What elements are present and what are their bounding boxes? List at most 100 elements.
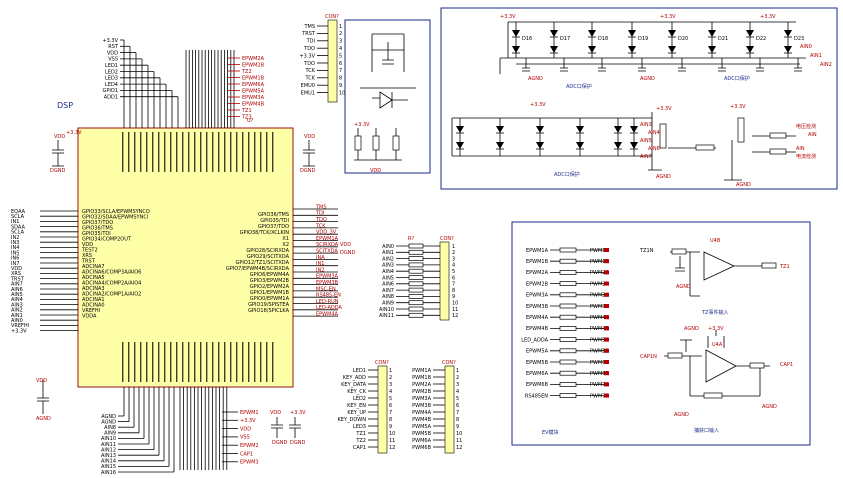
chip-pin-text-top	[218, 132, 220, 172]
net-label: VSS	[108, 57, 118, 63]
chip-pin-text-top	[224, 132, 226, 172]
power-net-label: DGND	[272, 440, 287, 446]
key-header	[377, 365, 388, 454]
ev-output-label: PWM6B	[590, 371, 609, 377]
pwm-net-label: PWM5A	[412, 424, 431, 430]
chip-pin-text-bottom	[266, 342, 268, 382]
ain-net-label: AIN4	[382, 269, 394, 275]
power-net-label: AGND	[676, 284, 691, 290]
resistor	[559, 370, 577, 376]
chip-ref: U?	[247, 118, 254, 124]
power-net-label: AGND	[736, 182, 751, 188]
ain-out-label: AIN	[808, 132, 817, 138]
svg-text:CON?: CON?	[442, 360, 456, 366]
jtag-pin-label: TDO	[303, 46, 315, 52]
net-label: EPWM3B	[316, 280, 339, 286]
net-label: LED-ADDA	[316, 305, 343, 311]
chip-pin-text-bottom	[200, 342, 202, 382]
diode	[550, 46, 558, 53]
key-net-label: TZ2	[355, 438, 366, 444]
chip-pin-text-bottom	[230, 342, 232, 382]
diode	[746, 30, 754, 37]
adc-signal-label: AIN6	[648, 146, 660, 152]
power-net-label: +3.3V	[354, 122, 370, 128]
diode	[708, 30, 716, 37]
ev-output-label: PWM4B	[590, 326, 609, 332]
net-label: AIN16	[101, 470, 116, 476]
net-label: IN6	[11, 256, 19, 262]
ev-output-arrow	[604, 382, 609, 387]
chip-pin-name: ADCINA4/COMP2A/AIO4	[82, 280, 141, 286]
net-label: AIN5	[11, 292, 23, 298]
jtag-pin-label: EMU1	[301, 90, 315, 96]
ain-net-label: AIN0	[382, 244, 394, 250]
key-net-label: LED3	[353, 424, 366, 430]
net-label: AGND	[101, 414, 116, 420]
chip-pin-text-top	[206, 132, 208, 172]
diode-ref: D21	[718, 36, 728, 42]
chip-pin-text-top	[152, 132, 154, 172]
net-label: AIN12	[101, 447, 116, 453]
ev-input-label: EPWM3B	[526, 304, 549, 310]
diode	[588, 30, 596, 37]
power-net-label: +3.3V	[530, 102, 546, 108]
net-label: IN1	[11, 219, 19, 225]
power-net-label: DGND	[290, 440, 305, 446]
chip-pin-text-top	[140, 132, 142, 172]
resistor	[408, 281, 424, 287]
pin-number: 6	[456, 403, 459, 409]
ev-output-label: PWM7B	[590, 393, 609, 399]
jtag-pin-label: EMU0	[301, 83, 315, 89]
pin-number: 2	[452, 250, 455, 256]
net-label: IN5	[11, 250, 19, 256]
adc-signal-label: AIN4	[648, 130, 660, 136]
power-net-label: +3.3V	[730, 104, 746, 110]
ev-output-arrow	[604, 393, 609, 398]
net-label: AIN10	[101, 436, 116, 442]
net-label: AIN7	[11, 282, 23, 288]
power-net-label: VDD	[54, 134, 65, 140]
net-label: CAP1	[240, 451, 253, 457]
adc-signal-label: AIN1	[810, 53, 822, 59]
power-net-label: +3.3V	[760, 14, 776, 20]
pin-number: 12	[456, 445, 462, 451]
ev-output-arrow	[604, 371, 609, 376]
ain-net-label: AIN11	[379, 313, 394, 319]
ev-output-arrow	[604, 259, 609, 264]
capacitor	[522, 58, 530, 72]
chip-pin-name: ADCINA5	[82, 275, 105, 281]
pwm-net-label: PWM3A	[412, 396, 431, 402]
pin-number: 8	[452, 288, 455, 294]
chip-pin-text-bottom	[188, 342, 190, 382]
net-label: AIN0	[11, 318, 23, 324]
pin-number: 2	[389, 375, 392, 381]
chip-pin-name: GPIO19/SPISTEA	[248, 302, 289, 308]
resistor	[408, 287, 424, 293]
capacitor	[794, 58, 802, 72]
ain-header	[439, 241, 450, 321]
net-label: XRS	[11, 271, 21, 277]
pwm-net-label: PWM3B	[412, 403, 431, 409]
ev-output-arrow	[604, 292, 609, 297]
oscillator-reset-frame	[344, 19, 431, 174]
chip-pin-text-bottom	[242, 342, 244, 382]
net-label: TCK	[315, 223, 326, 229]
net-label: TZ2	[241, 69, 252, 75]
ain-net-label: AIN10	[379, 307, 394, 313]
diode	[708, 46, 716, 53]
net-label: AIN14	[101, 459, 116, 465]
net-label: EPWM4B	[242, 101, 265, 107]
diode	[576, 126, 584, 133]
net-label: EPWM3	[240, 460, 259, 466]
chip-pin-text-bottom	[236, 342, 238, 382]
diode	[746, 46, 754, 53]
chip-pin-name: TEST2	[81, 247, 98, 253]
net-label: ADD1	[104, 95, 118, 101]
pin-number: 7	[452, 282, 455, 288]
diode	[614, 126, 622, 133]
net-label: EPWM2A	[242, 56, 265, 62]
net-label: SCLA	[11, 214, 25, 220]
pin-number: 3	[339, 39, 342, 45]
chip-pin-text-top	[146, 132, 148, 172]
chip-pin-text-top	[248, 132, 250, 172]
